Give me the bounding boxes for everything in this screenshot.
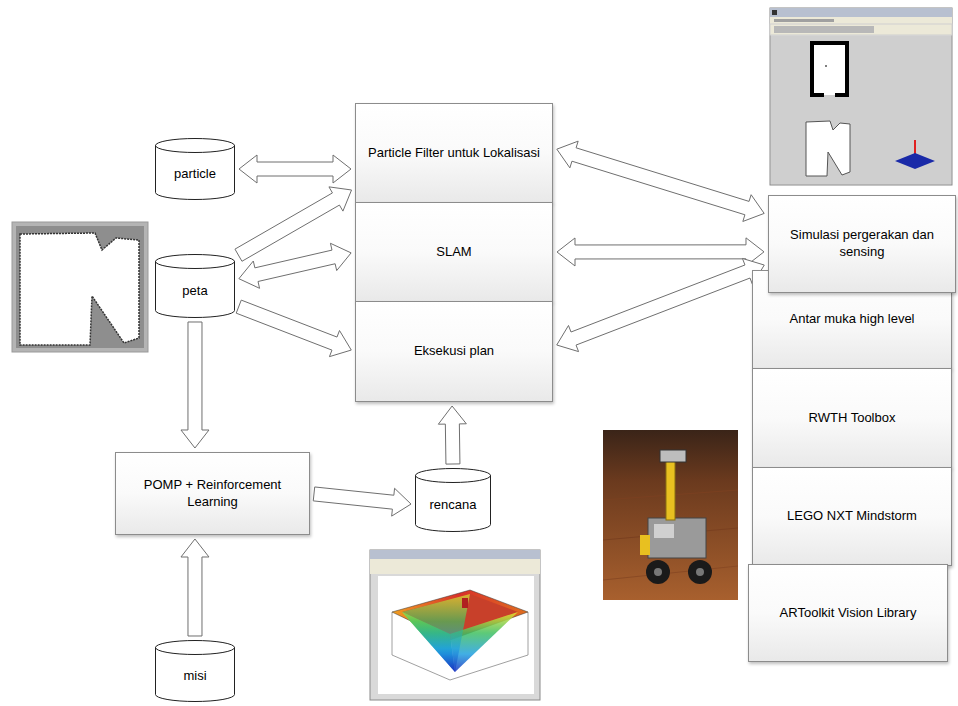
cylinder-top	[156, 255, 235, 269]
block-arrow	[239, 243, 351, 288]
value-function-plot-image	[370, 550, 540, 700]
node-text: particle	[174, 166, 216, 183]
simulation-window-image	[770, 8, 952, 185]
node-text: SLAM	[436, 244, 471, 261]
cylinder-body	[156, 261, 235, 318]
data-store-cylinder: particle	[155, 138, 235, 200]
robot-photo	[603, 430, 738, 600]
process-box: Particle Filter untuk Lokalisasi	[355, 103, 553, 203]
data-store-cylinder: misi	[155, 640, 235, 702]
cylinder-top	[156, 139, 235, 153]
block-arrow	[313, 487, 411, 516]
block-arrow	[236, 300, 351, 357]
cylinder-body	[416, 475, 491, 532]
node-text: misi	[183, 668, 206, 685]
node-text: LEGO NXT Mindstorm	[787, 508, 917, 525]
node-text: RWTH Toolbox	[809, 410, 896, 427]
block-arrow	[181, 322, 209, 448]
node-text: Simulasi pergerakan dan sensing	[781, 227, 943, 261]
data-store-cylinder: peta	[155, 254, 235, 318]
block-arrow	[181, 539, 209, 636]
node-text: ARToolkit Vision Library	[780, 605, 917, 622]
process-box: SLAM	[355, 202, 553, 302]
node-text: rencana	[430, 497, 477, 514]
node-text: Antar muka high level	[789, 311, 914, 328]
process-box: ARToolkit Vision Library	[748, 564, 948, 662]
node-text: Eksekusi plan	[414, 343, 494, 360]
node-text: POMP + Reinforcement Learning	[128, 477, 297, 511]
data-store-cylinder: rencana	[415, 468, 491, 532]
node-text: Particle Filter untuk Lokalisasi	[368, 145, 540, 162]
process-box: LEGO NXT Mindstorm	[752, 467, 952, 566]
block-arrow	[557, 238, 764, 266]
process-box: Simulasi pergerakan dan sensing	[768, 195, 956, 293]
cylinder-body	[156, 647, 235, 702]
process-box: RWTH Toolbox	[752, 368, 952, 468]
block-arrow	[438, 406, 466, 464]
cylinder-body	[156, 145, 235, 200]
cylinder-top	[156, 641, 235, 655]
block-arrow	[557, 141, 764, 221]
cylinder-top	[416, 469, 491, 483]
map-image	[12, 222, 148, 352]
block-arrow	[557, 258, 765, 351]
process-box: Eksekusi plan	[355, 301, 553, 402]
process-box: POMP + Reinforcement Learning	[115, 452, 310, 535]
block-arrow	[239, 155, 351, 183]
node-text: peta	[182, 283, 207, 300]
